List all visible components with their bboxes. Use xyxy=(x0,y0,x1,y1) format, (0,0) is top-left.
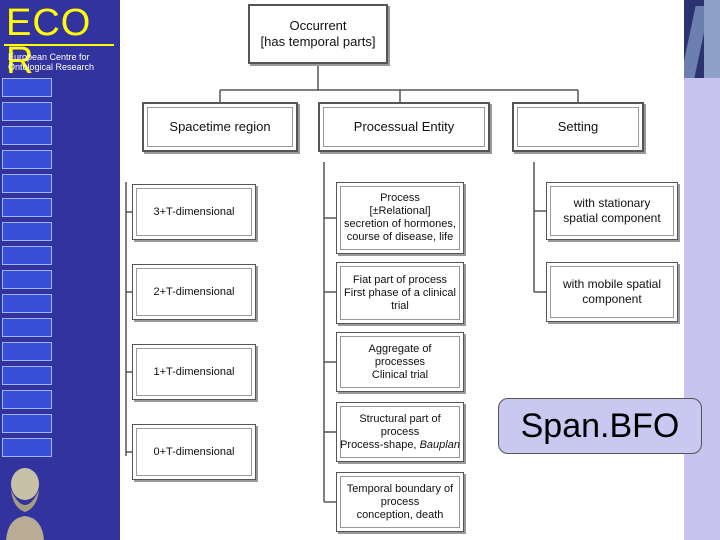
nav-button-5[interactable] xyxy=(2,174,52,193)
structural-part-title-2: process xyxy=(380,425,420,438)
fiat-part-example-2: trial xyxy=(391,299,409,312)
nav-button-4[interactable] xyxy=(2,150,52,169)
spacetime-item-2t-label: 2+T-dimensional xyxy=(153,285,235,298)
stationary-setting-line-1: with stationary xyxy=(573,196,651,210)
setting-label: Setting xyxy=(557,119,599,134)
occurrent-subtitle: [has temporal parts] xyxy=(260,34,376,49)
nav-button-10[interactable] xyxy=(2,294,52,313)
mobile-setting-box: with mobile spatial component xyxy=(546,262,678,322)
spacetime-region-label: Spacetime region xyxy=(169,119,271,134)
stationary-setting-line-2: spatial component xyxy=(563,211,661,225)
tagline-line-1: European Centre for xyxy=(8,52,90,62)
spacetime-item-3t: 3+T-dimensional xyxy=(132,184,256,240)
mobile-setting-line-2: component xyxy=(582,292,642,306)
aggregate-box: Aggregate of processes Clinical trial xyxy=(336,332,464,392)
nav-button-12[interactable] xyxy=(2,342,52,361)
sidebar: ECO R European Centre for Ontological Re… xyxy=(0,0,120,540)
spacetime-item-0t-label: 0+T-dimensional xyxy=(153,445,235,458)
logo-underline xyxy=(4,44,114,46)
nav-button-7[interactable] xyxy=(2,222,52,241)
process-box: Process [±Relational] secretion of hormo… xyxy=(336,182,464,254)
aristotle-bust-image xyxy=(0,462,50,540)
fiat-part-example-1: First phase of a clinical xyxy=(344,286,456,299)
spacetime-item-0t: 0+T-dimensional xyxy=(132,424,256,480)
temporal-boundary-title: Temporal boundary of xyxy=(346,482,454,495)
nav-button-13[interactable] xyxy=(2,366,52,385)
occurrent-box: Occurrent[has temporal parts] xyxy=(248,4,388,64)
processual-entity-box: Processual Entity xyxy=(318,102,490,152)
nav-button-1[interactable] xyxy=(2,78,52,97)
nav-button-9[interactable] xyxy=(2,270,52,289)
fiat-part-title: Fiat part of process xyxy=(352,273,448,286)
span-bfo-badge: Span.BFO xyxy=(498,398,702,454)
nav-button-3[interactable] xyxy=(2,126,52,145)
fiat-part-box: Fiat part of process First phase of a cl… xyxy=(336,262,464,324)
aggregate-title-2: processes xyxy=(374,355,426,368)
right-bar xyxy=(684,78,720,540)
aggregate-example: Clinical trial xyxy=(371,368,429,381)
ecor-logo: ECO R xyxy=(6,2,92,82)
nav-button-8[interactable] xyxy=(2,246,52,265)
mobile-setting-line-1: with mobile spatial xyxy=(562,277,662,291)
temporal-boundary-title-2: process xyxy=(380,495,420,508)
spacetime-item-1t-label: 1+T-dimensional xyxy=(153,365,235,378)
temporal-boundary-example: conception, death xyxy=(356,508,444,521)
nav-button-6[interactable] xyxy=(2,198,52,217)
structural-part-example-italic: Bauplan xyxy=(419,438,460,451)
spacetime-item-3t-label: 3+T-dimensional xyxy=(153,205,235,218)
stationary-setting-box: with stationary spatial component xyxy=(546,182,678,240)
process-relational: [±Relational] xyxy=(369,205,431,217)
occurrent-title: Occurrent xyxy=(289,18,347,33)
temporal-boundary-box: Temporal boundary of process conception,… xyxy=(336,472,464,532)
spacetime-item-2t: 2+T-dimensional xyxy=(132,264,256,320)
nav-button-11[interactable] xyxy=(2,318,52,337)
structural-part-example: Process-shape, xyxy=(340,438,417,451)
spacetime-item-1t: 1+T-dimensional xyxy=(132,344,256,400)
nav-button-16[interactable] xyxy=(2,438,52,457)
process-example-1: secretion of hormones, xyxy=(344,218,456,230)
nav-button-14[interactable] xyxy=(2,390,52,409)
tagline-line-2: Ontological Research xyxy=(8,62,95,72)
structural-part-title-1: Structural part of xyxy=(359,412,441,425)
process-title: Process xyxy=(380,192,420,204)
building-photo xyxy=(684,0,720,78)
aggregate-title-1: Aggregate of xyxy=(368,342,432,355)
setting-box: Setting xyxy=(512,102,644,152)
nav-button-2[interactable] xyxy=(2,102,52,121)
nav-button-15[interactable] xyxy=(2,414,52,433)
process-example-2: course of disease, life xyxy=(346,231,454,243)
processual-entity-label: Processual Entity xyxy=(353,119,455,134)
spacetime-region-box: Spacetime region xyxy=(142,102,298,152)
structural-part-box: Structural part of process Process-shape… xyxy=(336,402,464,462)
span-bfo-label: Span.BFO xyxy=(520,406,680,445)
